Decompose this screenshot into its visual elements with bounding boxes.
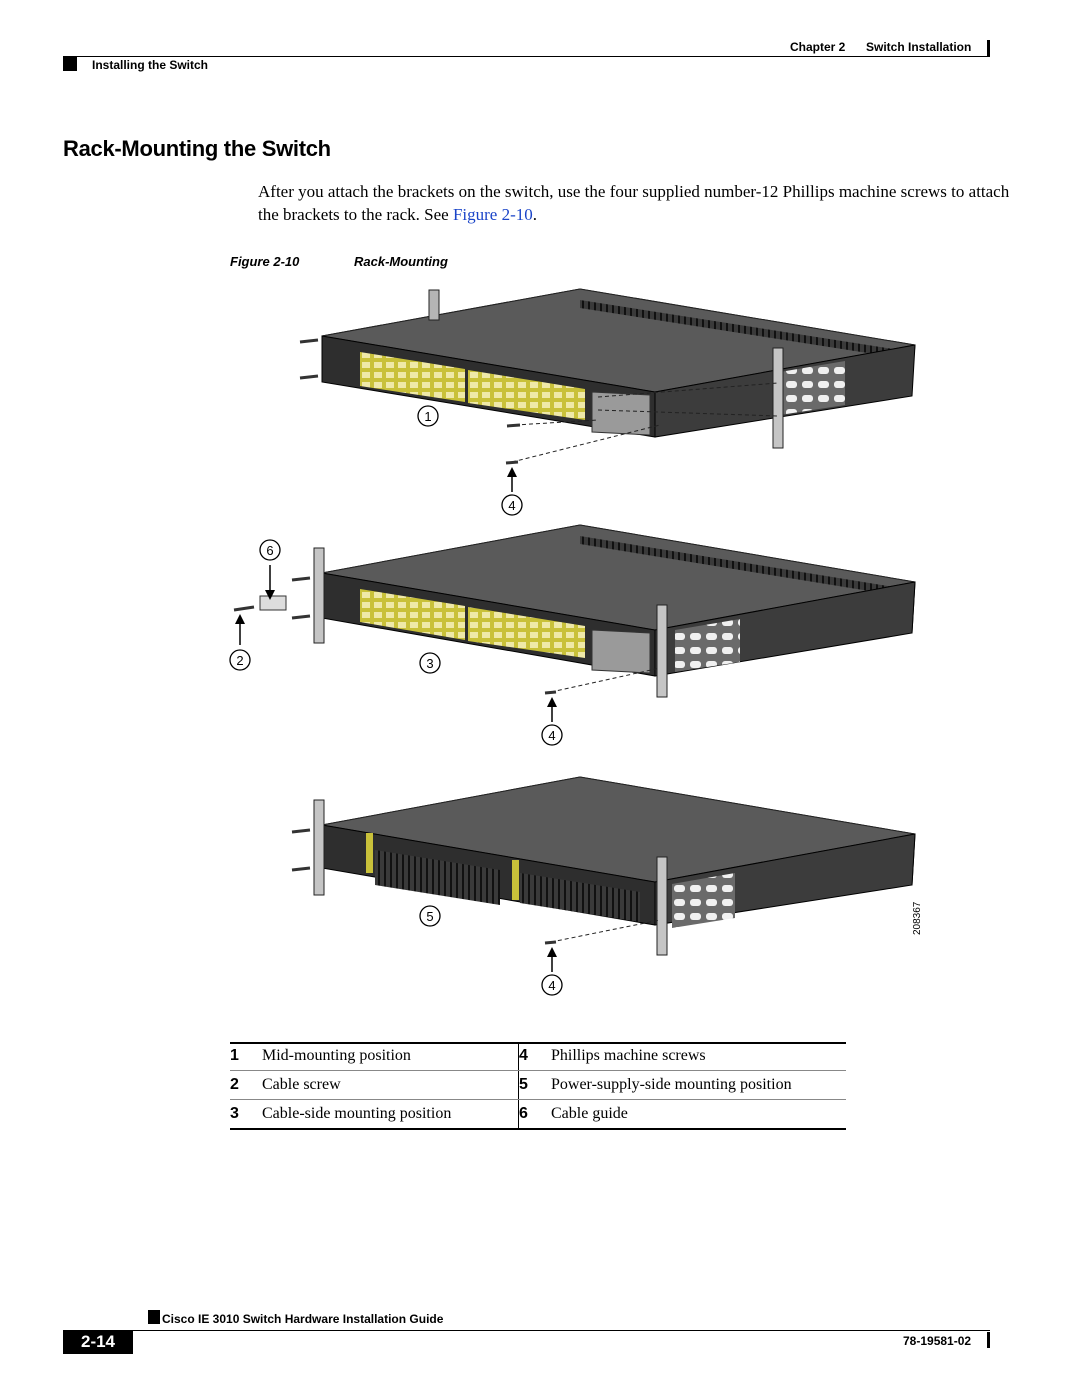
arrows [507, 467, 557, 972]
legend-row: 2 Cable screw 5 Power-supply-side mounti… [230, 1070, 846, 1100]
legend-number: 2 [230, 1070, 262, 1100]
legend-table: 1 Mid-mounting position 4 Phillips machi… [230, 1042, 846, 1130]
rack-mounting-illustration: 1 4 6 2 3 4 5 4 208367 [229, 288, 923, 996]
switch-1-illustration [299, 288, 916, 465]
switch-3-illustration [291, 776, 916, 956]
header-chapter-title: Switch Installation [866, 40, 972, 54]
art-id: 208367 [912, 901, 923, 935]
footer-bar [987, 1332, 990, 1348]
callout-1: 1 [417, 405, 439, 427]
svg-text:4: 4 [548, 978, 555, 993]
callout-2: 2 [229, 649, 251, 671]
legend-number: 1 [230, 1042, 262, 1071]
legend-description: Power-supply-side mounting position [551, 1070, 846, 1100]
svg-text:2: 2 [236, 653, 243, 668]
doc-number: 78-19581-02 [903, 1334, 972, 1348]
header-marker [63, 57, 77, 71]
section-title: Rack-Mounting the Switch [63, 136, 331, 161]
header-chapter: Chapter 2 [790, 40, 846, 54]
header-bar [987, 40, 990, 56]
legend-description: Cable-side mounting position [262, 1099, 519, 1130]
legend-row: 3 Cable-side mounting position 6 Cable g… [230, 1099, 846, 1130]
legend-description: Mid-mounting position [262, 1042, 519, 1071]
page-number: 2-14 [63, 1330, 133, 1354]
legend-number: 6 [518, 1099, 551, 1130]
footer-guide-title: Cisco IE 3010 Switch Hardware Installati… [162, 1312, 444, 1326]
svg-text:4: 4 [548, 728, 555, 743]
body-text-after: . [532, 205, 537, 224]
callout-6: 6 [259, 539, 281, 561]
callout-4a: 4 [501, 494, 523, 516]
callout-3: 3 [419, 652, 441, 674]
figure-number: Figure 2-10 [230, 254, 300, 269]
figure-link[interactable]: Figure 2-10 [452, 205, 533, 224]
legend-description: Cable guide [551, 1099, 846, 1130]
body-text-before: After you attach the brackets on the swi… [258, 182, 1010, 224]
legend-top-rule [230, 1042, 846, 1044]
header-rule [63, 56, 990, 57]
header-section: Installing the Switch [92, 58, 209, 72]
callout-4c: 4 [541, 974, 563, 996]
figure-caption: Figure 2-10 Rack-Mounting [230, 254, 448, 269]
legend-number: 5 [518, 1070, 551, 1100]
svg-text:4: 4 [508, 498, 515, 513]
footer-rule [63, 1330, 990, 1331]
legend-description: Cable screw [262, 1070, 519, 1100]
legend-row: 1 Mid-mounting position 4 Phillips machi… [230, 1042, 846, 1071]
legend-description: Phillips machine screws [551, 1042, 846, 1071]
body-paragraph: After you attach the brackets on the swi… [258, 180, 1018, 226]
svg-text:1: 1 [424, 409, 431, 424]
callout-4b: 4 [541, 724, 563, 746]
svg-text:3: 3 [426, 656, 433, 671]
svg-text:5: 5 [426, 909, 433, 924]
callout-5: 5 [419, 905, 441, 927]
footer-marker [148, 1310, 160, 1324]
switch-2-illustration [233, 524, 916, 698]
legend-number: 4 [518, 1042, 551, 1071]
svg-text:6: 6 [266, 543, 273, 558]
legend-number: 3 [230, 1099, 262, 1130]
figure-title: Rack-Mounting [354, 254, 448, 269]
